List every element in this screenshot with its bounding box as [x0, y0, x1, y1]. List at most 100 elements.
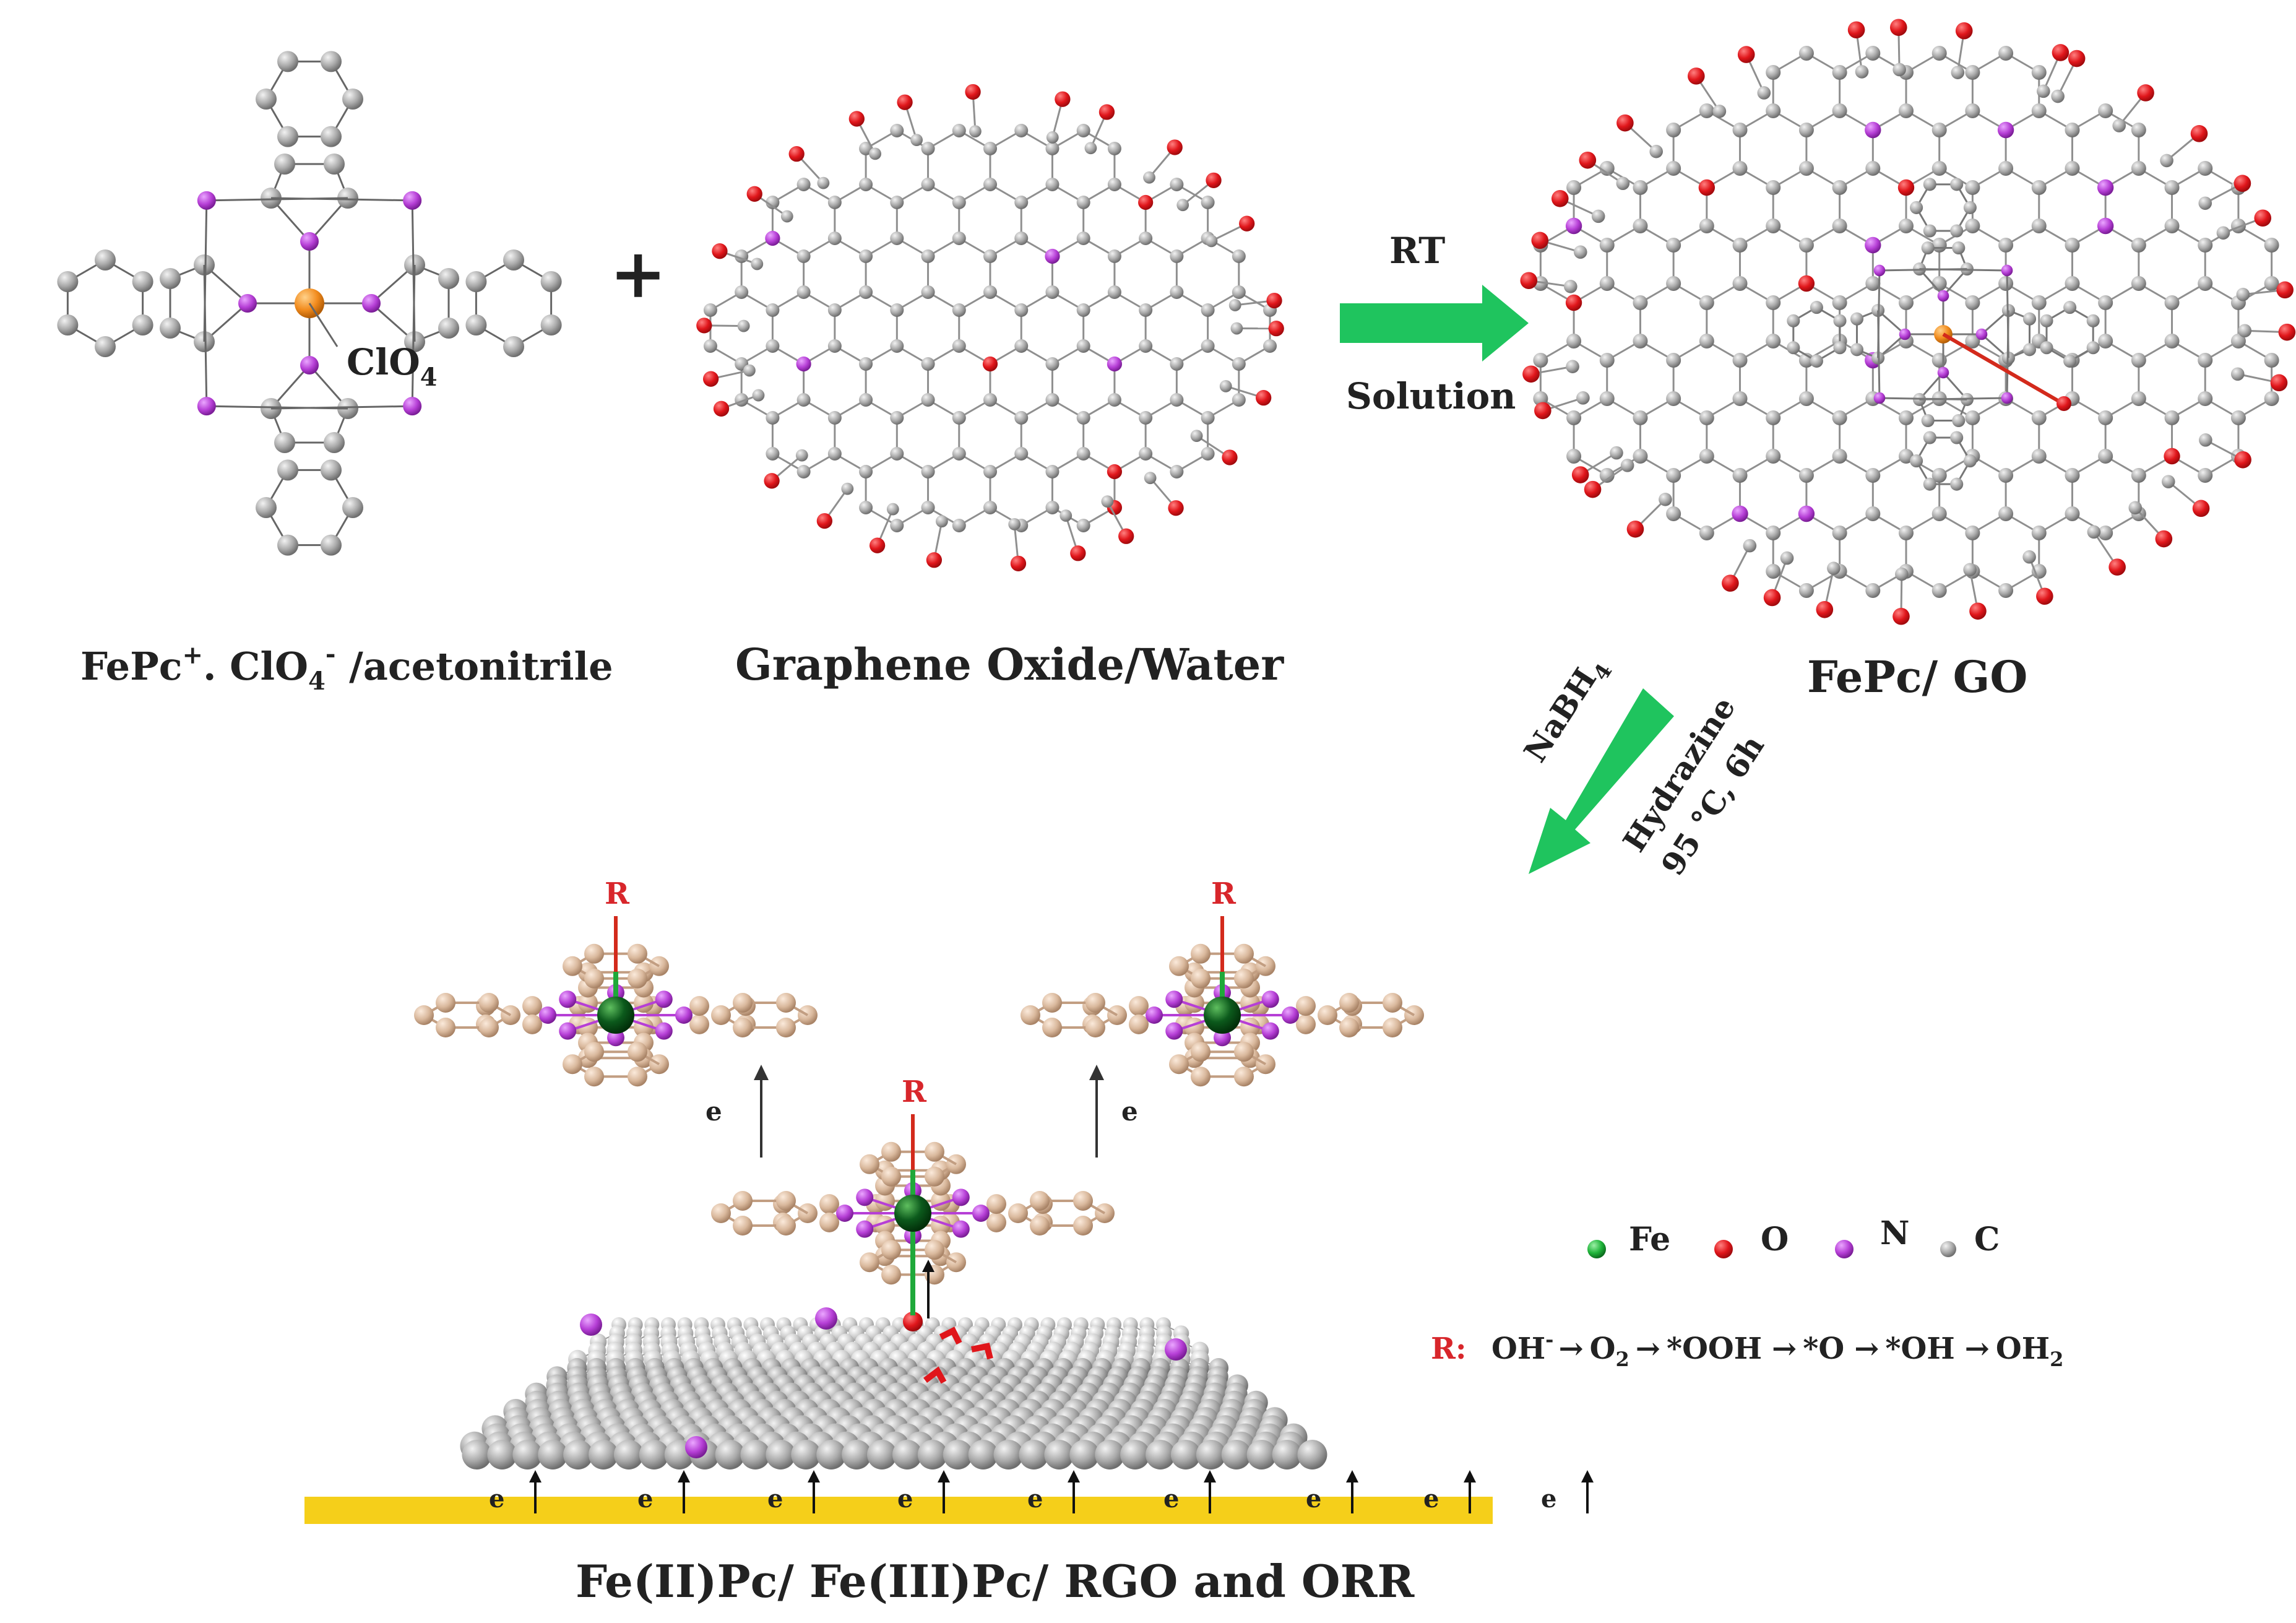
carbon-atom	[921, 142, 935, 155]
carbon-atom	[1787, 314, 1800, 327]
carbon-atom	[983, 142, 997, 155]
carbon-atom	[827, 447, 842, 461]
carbon-atom	[1045, 142, 1060, 155]
carbon-atom	[1965, 219, 1980, 233]
transfer-arrow-head	[1089, 1065, 1104, 1080]
rgo-carbon-atom	[816, 1440, 847, 1469]
carbon-atom	[2086, 341, 2100, 355]
carbon-atom	[1076, 303, 1090, 317]
carbon-atom	[952, 124, 966, 137]
carbon-atom	[503, 336, 524, 357]
carbon-atom	[1599, 238, 1615, 253]
rgo-carbon-atom	[1069, 1440, 1100, 1469]
carbon-atom	[1170, 357, 1184, 371]
carbon-atom	[1076, 124, 1090, 137]
pc-carbon-atom	[1021, 1005, 1040, 1025]
carbon-atom	[1998, 506, 2014, 521]
pc-carbon-atom	[1339, 1018, 1359, 1038]
pc-carbon-atom	[1383, 1018, 1402, 1038]
oxygen-atom	[1955, 22, 1973, 40]
pc-carbon-atom	[563, 1054, 582, 1075]
pc-carbon-atom	[1318, 1005, 1337, 1025]
carbon-atom	[2164, 180, 2180, 195]
pc-nitrogen-atom	[1214, 1029, 1231, 1047]
carbon-atom	[1798, 583, 1814, 598]
carbon-atom	[983, 393, 997, 407]
oxygen-atom	[1969, 602, 1987, 620]
carbon-atom	[859, 393, 873, 407]
pc-nitrogen-atom	[972, 1205, 990, 1222]
carbon-atom	[2063, 354, 2077, 368]
carbon-atom	[2198, 468, 2213, 483]
carbon-atom	[1533, 353, 1548, 368]
carbon-atom	[1014, 303, 1029, 317]
carbon-atom	[342, 89, 363, 110]
legend-fe-label: Fe	[1629, 1221, 1670, 1258]
pc-carbon-atom	[1129, 996, 1149, 1016]
oxygen-atom	[1239, 215, 1255, 232]
carbon-atom	[1931, 161, 1947, 176]
rgo-carbon-atom	[462, 1440, 492, 1469]
oxygen-atom	[1889, 19, 1907, 37]
oxygen-atom	[1222, 449, 1238, 465]
carbon-atom	[1998, 468, 2014, 483]
carbon-atom	[1107, 249, 1121, 263]
oxygen-atom	[1138, 194, 1154, 210]
rgo-carbon-atom	[1120, 1440, 1150, 1469]
carbon-atom	[1699, 410, 1714, 425]
final-product-label: Fe(II)Pc/ Fe(III)Pc/ RGO and ORR	[576, 1555, 1415, 1608]
carbon-atom	[703, 339, 717, 353]
carbon-atom	[1699, 219, 1714, 233]
nitrogen-atom	[197, 191, 216, 210]
oxygen-atom	[2254, 209, 2272, 227]
pc-carbon-atom	[1296, 1014, 1316, 1034]
carbon-atom	[2198, 353, 2213, 368]
carbon-atom	[952, 411, 966, 425]
pc-carbon-atom	[1042, 1018, 1062, 1038]
rgo-carbon-atom	[968, 1440, 998, 1469]
carbon-atom	[1798, 468, 1814, 483]
carbon-atom	[796, 465, 811, 478]
bond	[1879, 268, 1967, 272]
carbon-atom	[780, 210, 793, 223]
carbon-atom	[796, 178, 811, 191]
carbon-atom	[1865, 583, 1881, 598]
pc-carbon-atom	[925, 1166, 944, 1187]
nitrogen-atom	[1937, 290, 1949, 302]
pc-carbon-atom	[1085, 992, 1105, 1013]
axial-r-label: R	[1211, 876, 1236, 911]
carbon-atom	[2022, 550, 2036, 564]
carbon-atom	[2022, 343, 2037, 357]
carbon-atom	[2022, 312, 2037, 326]
carbon-atom	[1732, 276, 1748, 291]
transfer-electron-label: e	[706, 1096, 722, 1127]
carbon-atom	[1566, 410, 1582, 425]
oxygen-atom	[1698, 179, 1716, 196]
oxygen-atom	[712, 243, 728, 259]
carbon-atom	[2063, 301, 2077, 314]
rgo-carbon-atom	[842, 1440, 872, 1469]
oxygen-atom	[702, 371, 719, 387]
carbon-atom	[540, 271, 562, 292]
carbon-atom	[1798, 238, 1814, 253]
pc-nitrogen-atom	[1165, 1022, 1183, 1040]
carbon-atom	[1666, 391, 1681, 406]
pc-carbon-atom	[689, 996, 709, 1016]
carbon-atom	[859, 142, 873, 155]
carbon-atom	[1045, 357, 1060, 371]
rgo-carbon-atom	[1170, 1440, 1201, 1469]
pc-carbon-atom	[1030, 1190, 1050, 1211]
reaction-arrow-right	[1340, 285, 1529, 361]
equation-body: OH-→O2→*OOH→*O→*OH→OH2	[1491, 1328, 2063, 1371]
nitrogen-atom	[2001, 392, 2013, 404]
carbon-atom	[277, 126, 298, 147]
electron-label: e	[1027, 1484, 1043, 1513]
carbon-atom	[1766, 334, 1781, 348]
carbon-atom	[1076, 519, 1090, 532]
carbon-atom	[1599, 161, 1615, 176]
carbon-atom	[766, 196, 780, 209]
carbon-atom	[1107, 285, 1121, 299]
carbon-atom	[1666, 506, 1681, 521]
carbon-atom	[2161, 475, 2175, 488]
oxygen-atom	[1616, 114, 1634, 132]
